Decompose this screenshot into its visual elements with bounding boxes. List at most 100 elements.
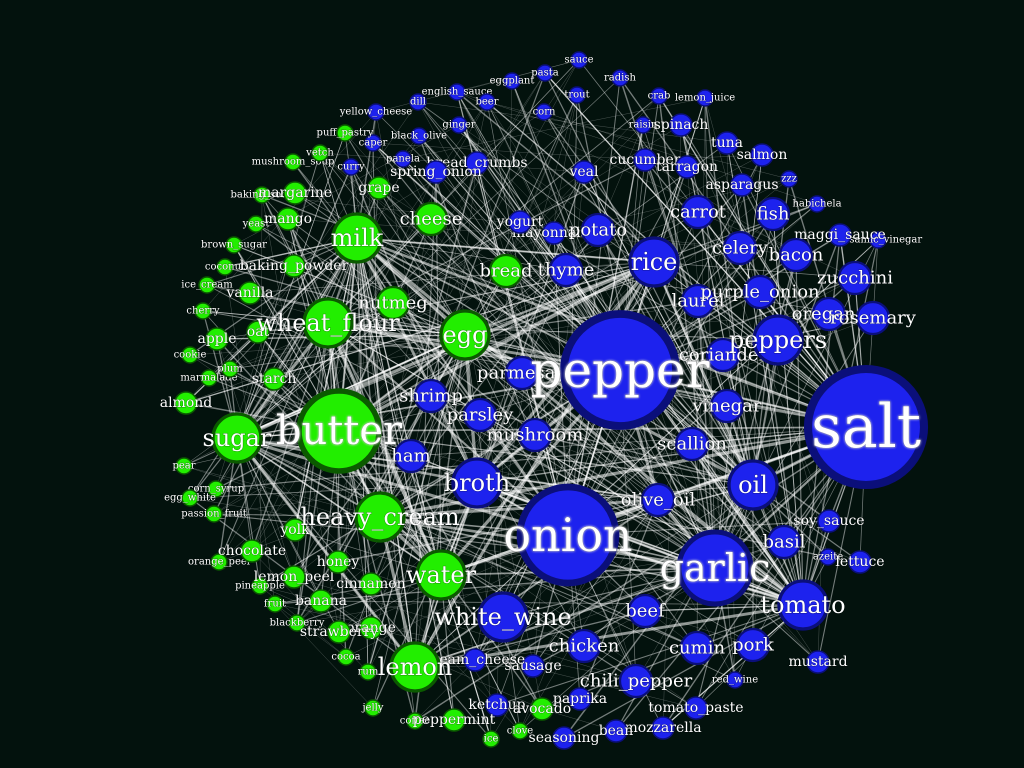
node-circle[interactable] [811, 296, 847, 332]
node-coriander[interactable]: coriander [678, 337, 768, 373]
node-cookie[interactable]: cookie [173, 346, 207, 364]
node-circle[interactable] [194, 302, 212, 320]
node-mozzarella[interactable]: mozzarella [624, 716, 702, 740]
node-brown-sugar[interactable]: brown_sugar [201, 236, 268, 254]
node-rosemary[interactable]: rosemary [830, 300, 917, 336]
node-circle[interactable] [174, 391, 198, 415]
node-circle[interactable] [848, 550, 872, 574]
node-purple-onion[interactable]: purple_onion [700, 274, 821, 310]
node-circle[interactable] [485, 693, 509, 717]
node-circle[interactable] [750, 143, 774, 167]
node-sauce[interactable]: sauce [564, 51, 594, 69]
node-circle[interactable] [511, 722, 529, 740]
node-margarine[interactable]: margarine [257, 181, 333, 205]
node-circle[interactable] [389, 641, 441, 693]
node-circle[interactable] [705, 337, 741, 373]
node-jelly[interactable]: jelly [361, 699, 384, 717]
node-circle[interactable] [568, 687, 592, 711]
node-circle[interactable] [634, 116, 652, 134]
node-circle[interactable] [175, 457, 193, 475]
node-circle[interactable] [676, 529, 754, 607]
node-clove[interactable]: clove [506, 722, 534, 740]
node-circle[interactable] [205, 327, 229, 351]
node-black-olive[interactable]: black_olive [390, 127, 448, 145]
node-circle[interactable] [207, 480, 225, 498]
node-circle[interactable] [855, 300, 891, 336]
node-dill[interactable]: dill [409, 93, 427, 111]
node-veal[interactable]: veal [568, 160, 600, 184]
node-crab[interactable]: crab [647, 87, 671, 105]
node-circle[interactable] [709, 388, 745, 424]
node-pork[interactable]: pork [732, 627, 776, 663]
node-lemon-peel[interactable]: lemon_peel [253, 565, 335, 589]
node-panela[interactable]: panela [386, 150, 420, 168]
node-circle[interactable] [311, 144, 329, 162]
node-maggi-sauce[interactable]: maggi_sauce [794, 223, 886, 247]
node-circle[interactable] [253, 186, 271, 204]
node-circle[interactable] [817, 509, 841, 533]
node-circle[interactable] [628, 236, 680, 288]
node-spinach[interactable]: spinach [653, 113, 709, 137]
node-circle[interactable] [326, 550, 350, 574]
node-spring-onion[interactable]: spring_onion [390, 160, 482, 184]
node-puff-pastry[interactable]: puff_pastry [316, 124, 374, 142]
node-circle[interactable] [542, 221, 566, 245]
node-circle[interactable] [247, 215, 265, 233]
node-circle[interactable] [364, 699, 382, 717]
node-shrimp[interactable]: shrimp [399, 378, 463, 414]
node-circle[interactable] [488, 253, 524, 289]
node-egg-white[interactable]: egg_white [164, 489, 217, 507]
node-orange-peel[interactable]: orange_peel [188, 553, 250, 571]
node-circle[interactable] [439, 309, 491, 361]
node-fruit[interactable]: fruit [263, 595, 287, 613]
node-cinnamon[interactable]: cinnamon [336, 572, 406, 596]
node-circle[interactable] [548, 252, 584, 288]
node-circle[interactable] [462, 397, 498, 433]
node-circle[interactable] [337, 648, 355, 666]
node-cocoa[interactable]: cocoa [331, 648, 361, 666]
node-peppers[interactable]: peppers [728, 314, 828, 366]
node-butter[interactable]: butter [275, 388, 404, 474]
node-circle[interactable] [516, 483, 620, 587]
node-circle[interactable] [503, 72, 521, 90]
node-circle[interactable] [450, 116, 468, 134]
node-oregano[interactable]: oregano [791, 296, 867, 332]
node-avocado[interactable]: avocado [512, 697, 572, 721]
node-red-wine[interactable]: red_wine [711, 671, 759, 689]
node-circle[interactable] [327, 620, 351, 644]
node-circle[interactable] [627, 593, 663, 629]
node-yogurt[interactable]: yogurt [495, 210, 544, 234]
node-bread-crumbs[interactable]: bread_crumbs [426, 151, 528, 175]
node-cumin[interactable]: cumin [668, 630, 726, 666]
node-circle[interactable] [828, 223, 852, 247]
node-circle[interactable] [780, 170, 798, 188]
node-circle[interactable] [715, 131, 739, 155]
node-mustard[interactable]: mustard [788, 650, 848, 674]
node-basil[interactable]: basil [762, 524, 806, 560]
node-corn[interactable]: corn [532, 103, 556, 121]
node-tarragon[interactable]: tarragon [655, 155, 719, 179]
node-ice-cream[interactable]: ice_cream [181, 276, 234, 294]
node-heavy-cream[interactable]: heavy_cream [300, 491, 460, 543]
node-strawberry[interactable]: strawberry [299, 620, 379, 644]
node-beef[interactable]: beef [625, 593, 667, 629]
node-marmalade[interactable]: marmalade [180, 369, 238, 387]
node-circle[interactable] [633, 148, 657, 172]
node-circle[interactable] [806, 650, 830, 674]
node-circle[interactable] [415, 549, 467, 601]
node-circle[interactable] [413, 201, 449, 237]
node-circle[interactable] [216, 258, 234, 276]
node-pear[interactable]: pear [172, 457, 196, 475]
node-english-sauce[interactable]: english_sauce [421, 83, 493, 101]
node-pepper[interactable]: pepper [530, 310, 710, 430]
node-circle[interactable] [409, 93, 427, 111]
node-circle[interactable] [451, 457, 503, 509]
node-circle[interactable] [448, 83, 466, 101]
node-sugar[interactable]: sugar [202, 412, 272, 464]
node-circle[interactable] [465, 151, 489, 175]
node-circle[interactable] [283, 181, 307, 205]
node-mayonnaise[interactable]: mayonnaise [511, 221, 597, 245]
node-paprika[interactable]: paprika [552, 687, 608, 711]
node-soy-sauce[interactable]: soy_sauce [793, 509, 865, 533]
node-azeite[interactable]: azeite [812, 548, 844, 566]
